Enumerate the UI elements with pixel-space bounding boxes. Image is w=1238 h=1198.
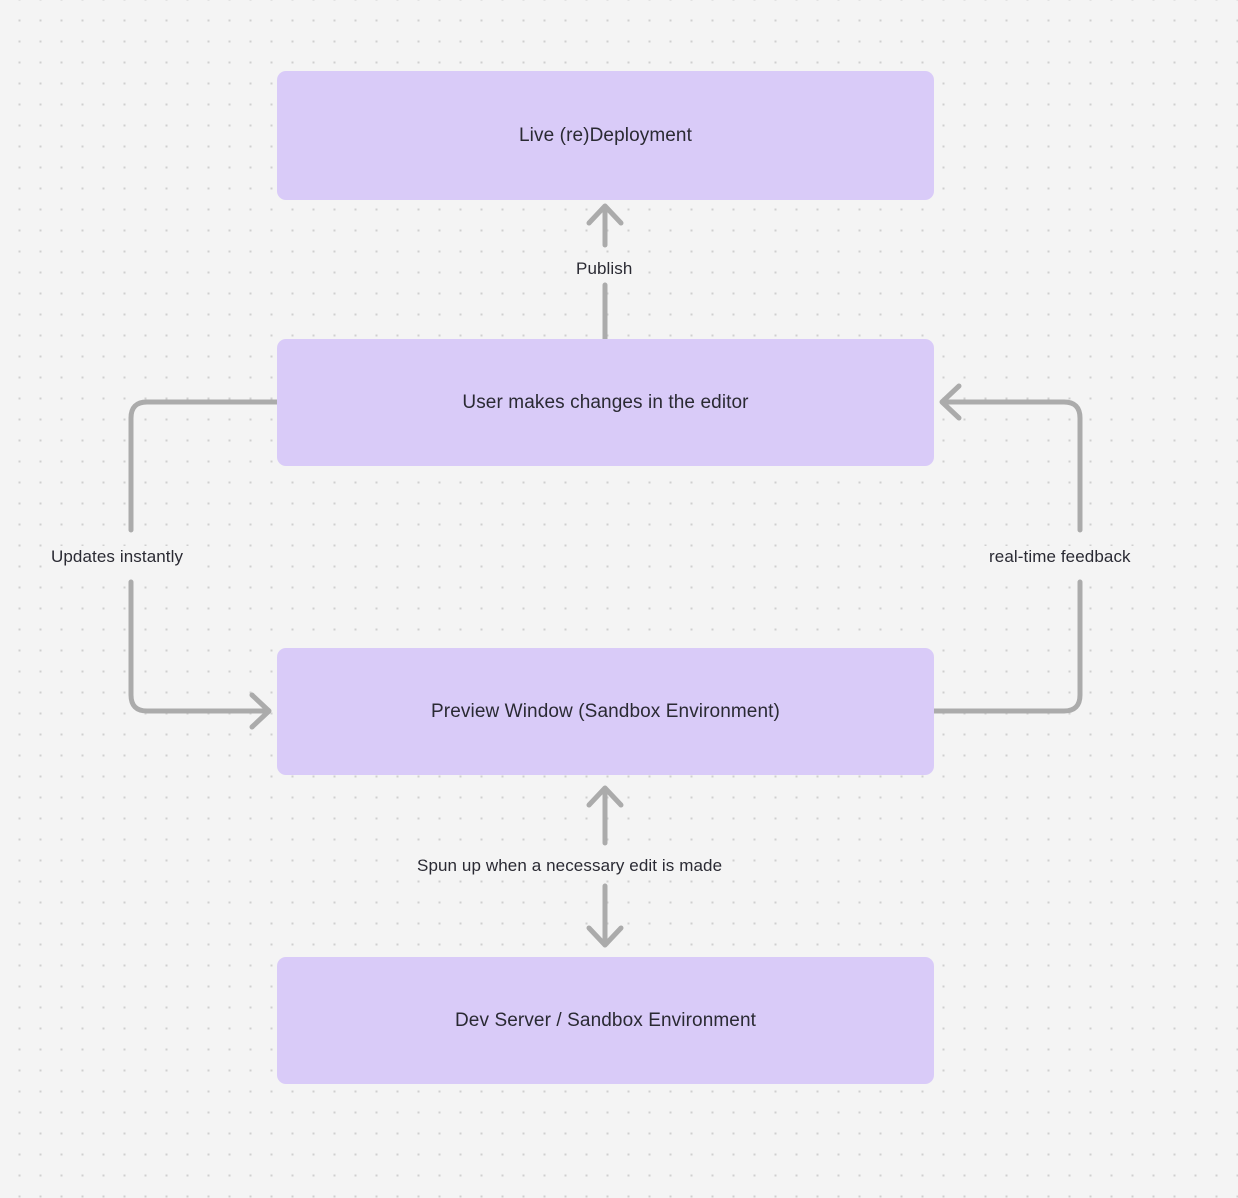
node-live-redeployment-label: Live (re)Deployment xyxy=(519,124,692,146)
node-preview-window-label: Preview Window (Sandbox Environment) xyxy=(431,700,780,722)
edge-label-spun-up: Spun up when a necessary edit is made xyxy=(411,855,729,877)
edge-label-updates-instantly: Updates instantly xyxy=(45,546,190,568)
node-user-makes-changes-label: User makes changes in the editor xyxy=(462,391,749,413)
edge-label-publish: Publish xyxy=(570,258,639,280)
node-dev-server-label: Dev Server / Sandbox Environment xyxy=(454,1009,756,1031)
node-live-redeployment[interactable]: Live (re)Deployment xyxy=(277,71,934,200)
node-dev-server[interactable]: Dev Server / Sandbox Environment xyxy=(277,957,934,1084)
node-preview-window[interactable]: Preview Window (Sandbox Environment) xyxy=(277,648,934,775)
edge-label-real-time-feedback: real-time feedback xyxy=(983,546,1137,568)
node-user-makes-changes[interactable]: User makes changes in the editor xyxy=(277,339,934,466)
